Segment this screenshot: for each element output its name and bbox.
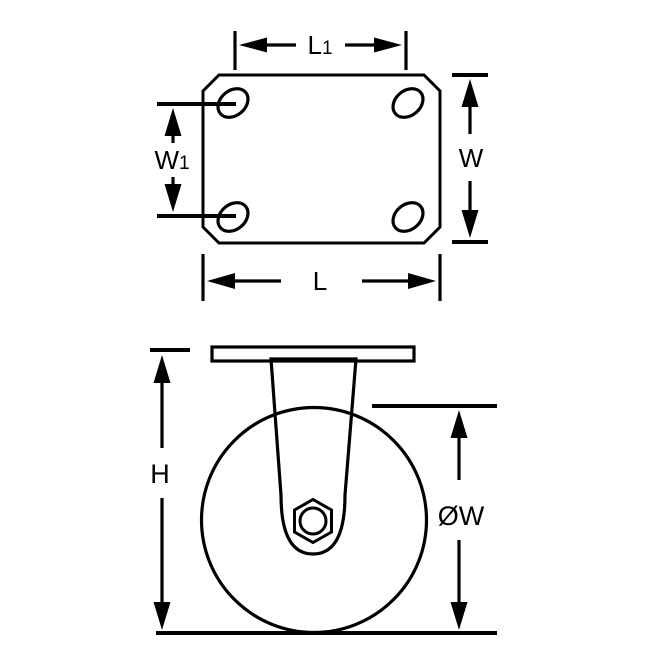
- ow-arrow-up-icon: [450, 410, 468, 438]
- fork-leg: [269, 357, 358, 556]
- dimension-w1: W1: [154, 102, 236, 218]
- dimension-l: L: [201, 254, 442, 301]
- w1-label: W1: [154, 145, 189, 175]
- ow-arrow-down-icon: [450, 602, 468, 630]
- bolt-hole-top-left: [216, 87, 250, 119]
- wheel: [199, 405, 429, 635]
- w1-arrow-down-icon: [164, 184, 182, 212]
- w-arrow-up-icon: [461, 79, 479, 107]
- h-arrow-up-icon: [153, 355, 171, 383]
- w-label: W: [459, 143, 484, 173]
- dimension-ow: ØW: [372, 404, 497, 630]
- h-label: H: [150, 459, 170, 489]
- bolt-hole-bottom-left: [216, 201, 250, 233]
- dimension-l1: L1: [233, 30, 408, 70]
- bolt-hole-top-right: [391, 87, 425, 119]
- l-label: L: [313, 266, 327, 296]
- w-arrow-down-icon: [461, 210, 479, 238]
- w1-arrow-up-icon: [164, 108, 182, 136]
- ow-label: ØW: [438, 501, 485, 531]
- dimension-h: H: [150, 348, 190, 630]
- mounting-plate: [201, 73, 442, 245]
- l1-label: L1: [307, 30, 332, 60]
- l1-arrow-left-icon: [239, 37, 267, 53]
- h-arrow-down-icon: [153, 602, 171, 630]
- bolt-hole-bottom-right: [391, 201, 425, 233]
- l-arrow-right-icon: [408, 273, 436, 289]
- axle-nut-icon: [293, 497, 333, 545]
- top-plate-side: [210, 345, 416, 363]
- caster-side-view: H ØW: [150, 345, 497, 635]
- axle-bore: [298, 506, 328, 536]
- l1-arrow-right-icon: [374, 37, 402, 53]
- plate-top-view: L1 W1 W: [154, 30, 488, 301]
- l-arrow-left-icon: [207, 273, 235, 289]
- dimension-w: W: [452, 73, 488, 244]
